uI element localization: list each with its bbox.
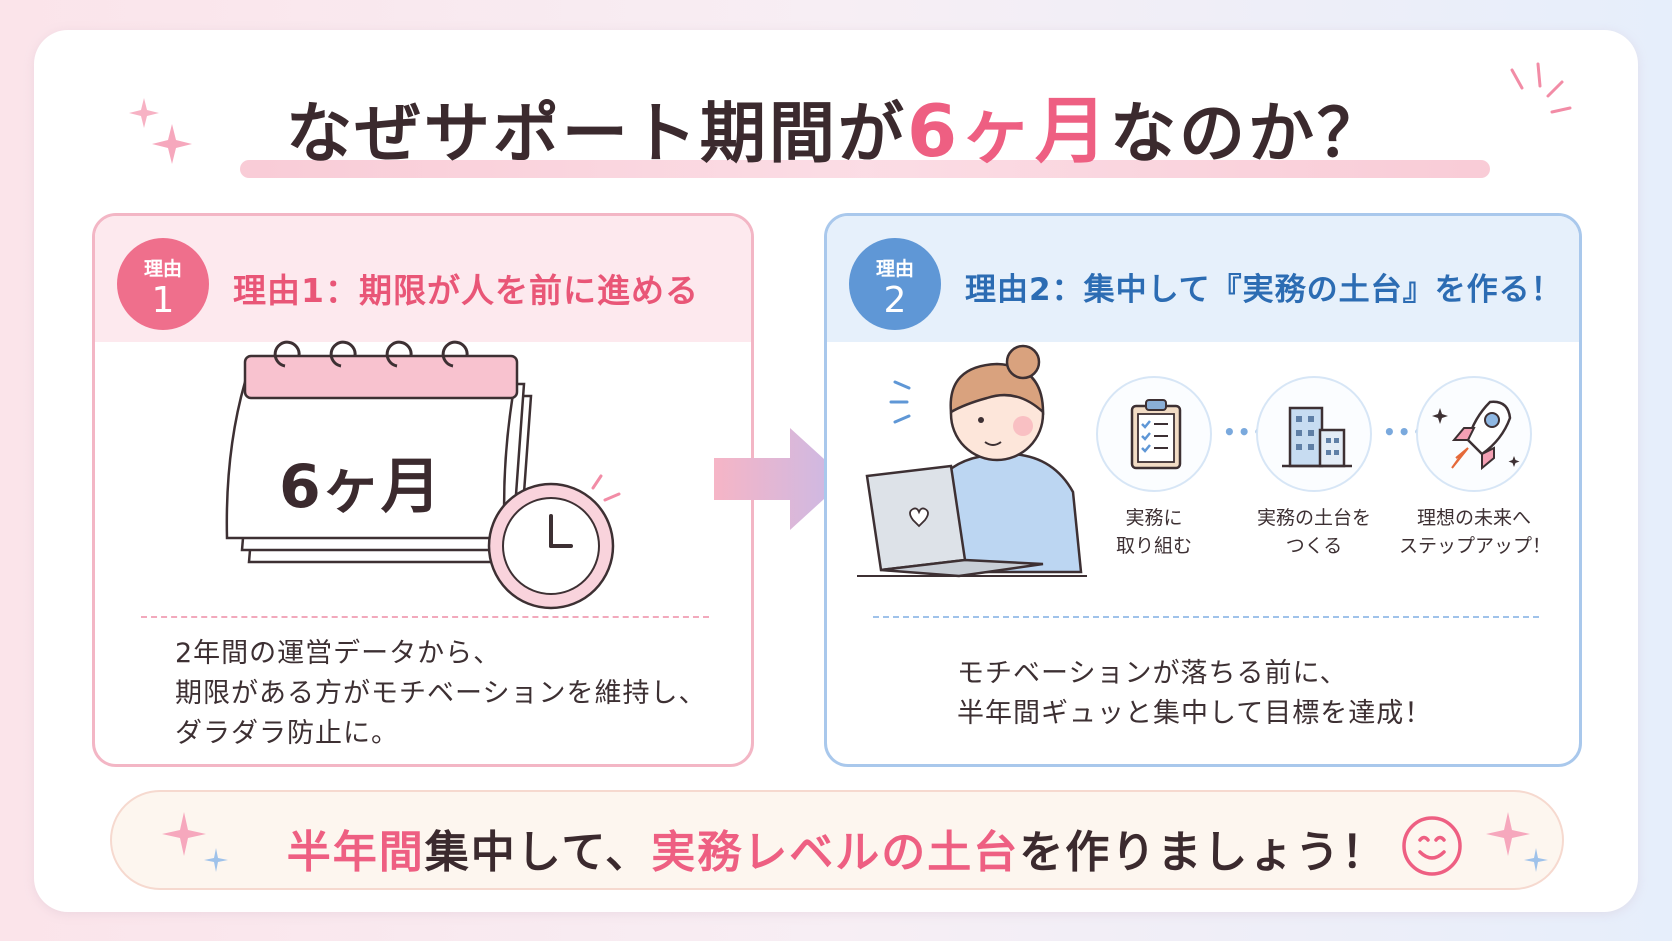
- title-part1: なぜサポート期間が: [285, 95, 907, 172]
- badge-label: 理由: [143, 258, 182, 280]
- step-1: 実務に 取り組む: [1089, 376, 1219, 560]
- bottom-highlight: 半年間: [286, 827, 425, 878]
- reason2-badge: 理由 2: [849, 238, 941, 330]
- desc-line: モチベーションが落ちる前に、: [957, 658, 1348, 689]
- step-label-line: 理想の未来へ: [1416, 507, 1531, 529]
- step-label-line: つくる: [1285, 535, 1343, 557]
- desc-line: 期限がある方がモチベーションを維持し、: [175, 678, 707, 709]
- reason1-description: 2年間の運営データから、 期限がある方がモチベーションを維持し、 ダラダラ防止に…: [175, 634, 706, 754]
- title-part2: なのか？: [1110, 95, 1387, 172]
- desc-line: 2年間の運営データから、: [175, 638, 502, 669]
- checklist-icon: [1096, 376, 1212, 492]
- divider: [873, 616, 1539, 618]
- badge-number: 1: [151, 280, 175, 321]
- desc-line: 半年間ギュッと集中して目標を達成！: [957, 698, 1433, 729]
- reason2-description: モチベーションが落ちる前に、 半年間ギュッと集中して目標を達成！: [957, 654, 1432, 734]
- badge-number: 2: [883, 280, 907, 321]
- bottom-text-part: を作りましょう！: [1019, 827, 1388, 878]
- page-title: なぜサポート期間が6ヶ月なのか？: [0, 72, 1672, 177]
- sparkle-icon: [1486, 812, 1548, 872]
- step-label: 理想の未来へ ステップアップ！: [1399, 504, 1552, 560]
- smiley-icon: [1402, 816, 1462, 876]
- reason1-panel: 理由 1 理由1：期限が人を前に進める 6ヶ月 2年間の運営データから、 期限が…: [92, 213, 754, 767]
- bottom-message: 半年間集中して、実務レベルの土台を作りましょう！: [112, 816, 1562, 880]
- step-label-line: 実務の土台を: [1256, 507, 1371, 529]
- title-underline: [240, 160, 1490, 178]
- building-icon: [1256, 376, 1372, 492]
- badge-label: 理由: [875, 258, 914, 280]
- bottom-text-part: 集中して、: [424, 827, 652, 878]
- step-3: 理想の未来へ ステップアップ！: [1399, 376, 1552, 560]
- step-label-line: 取り組む: [1115, 535, 1192, 557]
- sparkle-icon: [162, 812, 228, 872]
- reason1-header: 理由 1 理由1：期限が人を前に進める: [95, 216, 751, 342]
- desc-line: ダラダラ防止に。: [175, 718, 399, 749]
- step-label-line: 実務に: [1125, 507, 1183, 529]
- step-label: 実務に 取り組む: [1089, 504, 1219, 560]
- step-label: 実務の土台を つくる: [1239, 504, 1389, 560]
- divider: [141, 616, 709, 618]
- clock-icon: [487, 474, 621, 610]
- reason2-panel: 理由 2 理由2：集中して『実務の土台』を作る！: [824, 213, 1582, 767]
- reason2-heading: 理由2：集中して『実務の土台』を作る！: [965, 272, 1563, 308]
- reason1-badge: 理由 1: [117, 238, 209, 330]
- step-2: 実務の土台を つくる: [1239, 376, 1389, 560]
- reason1-heading: 理由1：期限が人を前に進める: [233, 271, 699, 310]
- title-accent: 6ヶ月: [906, 89, 1111, 173]
- bottom-banner: 半年間集中して、実務レベルの土台を作りましょう！: [110, 790, 1564, 890]
- arrow-right-icon: [714, 428, 846, 530]
- calendar-icon: [225, 340, 533, 564]
- sparkle-icon: [129, 98, 192, 164]
- bottom-highlight: 実務レベルの土台: [651, 827, 1020, 878]
- burst-lines-icon: [1510, 62, 1572, 114]
- reason2-header: 理由 2 理由2：集中して『実務の土台』を作る！: [827, 216, 1579, 342]
- person-laptop-illustration: [857, 344, 1087, 578]
- calendar-text: 6ヶ月: [279, 452, 441, 522]
- rocket-icon: [1416, 376, 1532, 492]
- step-label-line: ステップアップ！: [1399, 535, 1552, 557]
